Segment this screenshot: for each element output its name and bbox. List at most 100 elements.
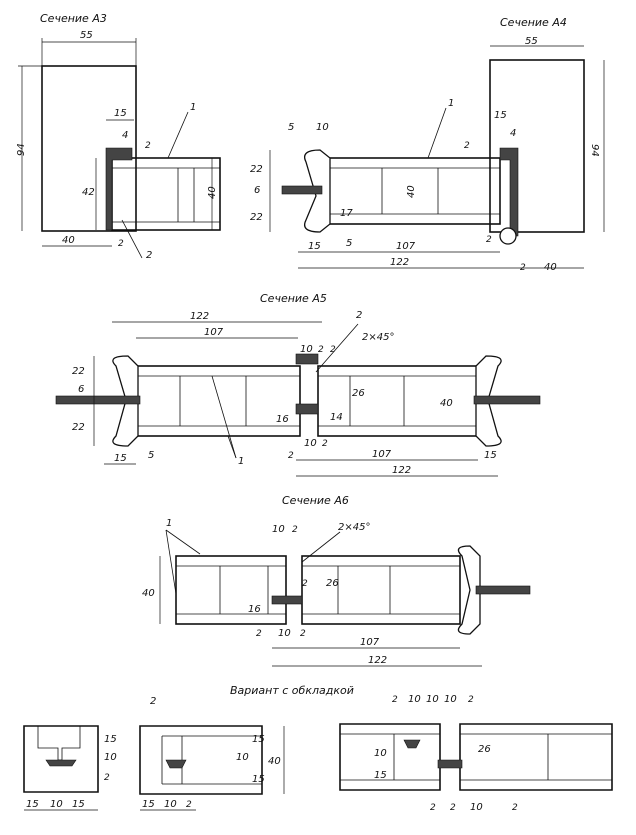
a5-dim-22-top: 22 — [72, 366, 85, 377]
a3-dim-55: 55 — [80, 30, 93, 41]
a4-dim-5-bottom: 5 — [346, 238, 352, 249]
a5-dim-40-vert: 40 — [440, 398, 453, 409]
a4-glass-pane — [281, 185, 323, 195]
a3-dim-40-vert: 40 — [207, 186, 218, 199]
a5-dim-6: 6 — [78, 384, 84, 395]
a4-dim-10: 10 — [316, 122, 329, 133]
a4-dim-122: 122 — [390, 257, 409, 268]
a5-right-sash — [317, 365, 479, 437]
a5-dim-107: 107 — [204, 327, 224, 338]
a4-dim-94: 94 — [589, 144, 600, 157]
a4-dim-107: 107 — [396, 241, 416, 252]
a5-bottom-seal — [295, 403, 319, 415]
a6-dim-16: 16 — [248, 604, 261, 615]
a3-dim-2-bottom: 2 — [118, 239, 124, 249]
a3-dim-2-top: 2 — [145, 141, 151, 151]
a6-glazing-bead — [457, 545, 481, 635]
a5-dim-26: 26 — [352, 388, 365, 399]
a6-dim-40-vert: 40 — [142, 588, 155, 599]
a5-dim-2-a: 2 — [318, 345, 324, 355]
a3-dim-15: 15 — [114, 108, 127, 119]
a6-dim-2: 2 — [292, 525, 298, 535]
a4-leader-1: 1 — [448, 98, 454, 109]
variant-left-profile: 15 10 2 15 10 15 — [23, 725, 117, 811]
a3-dim-4: 4 — [122, 130, 128, 141]
a4-frame-block — [489, 59, 585, 233]
a6-leader-1: 1 — [166, 518, 172, 529]
a3-dim-42: 42 — [82, 187, 95, 198]
a3-leader-2: 2 — [146, 250, 152, 261]
section-a6: Сечение А6 1 10 2 2×45° 40 16 2 26 2 10 … — [142, 494, 531, 667]
variant-right-top-10c: 10 — [444, 694, 457, 705]
variant-right-top-10b: 10 — [426, 694, 439, 705]
variant-left-dim-15c: 15 — [72, 799, 85, 810]
a6-dim-122: 122 — [368, 655, 387, 666]
a6-dim-2-c: 2 — [256, 629, 262, 639]
a5-top-seal — [295, 353, 319, 365]
a4-hatched-seal — [499, 147, 519, 237]
a5-dim-5: 5 — [148, 450, 154, 461]
a3-dim-94: 94 — [16, 143, 27, 156]
variant-mid-dim-15a: 15 — [252, 734, 265, 745]
variant-right-top-2b: 2 — [468, 695, 474, 705]
variant-left-dim-15a: 15 — [104, 734, 117, 745]
a5-dim-122-bottom: 122 — [392, 465, 411, 476]
a5-dim-10: 10 — [300, 344, 313, 355]
a3-dim-40-horiz: 40 — [62, 235, 75, 246]
a6-glass — [475, 585, 531, 595]
a5-dim-2-c: 2 — [288, 451, 294, 461]
a5-left-glazing-bead — [112, 355, 139, 447]
variant-mid-dim-15b: 15 — [252, 774, 265, 785]
a5-dim-16: 16 — [276, 414, 289, 425]
section-a6-title: Сечение А6 — [282, 494, 349, 507]
a6-dim-26: 26 — [326, 578, 339, 589]
a4-dim-40-vert: 40 — [406, 185, 417, 198]
variant-mid-profile: 2 15 10 15 40 15 10 2 — [139, 696, 285, 811]
a6-dim-2-d: 2 — [300, 629, 306, 639]
a4-dim-40-horiz: 40 — [544, 262, 557, 273]
a5-leader-1: 1 — [238, 456, 244, 467]
variant-right-bottom-10: 10 — [470, 802, 483, 813]
a5-dim-107-bottom: 107 — [372, 449, 392, 460]
section-a3-title: Сечение А3 — [40, 12, 107, 25]
section-a4: Сечение А4 55 94 5 10 15 4 2 22 6 22 17 … — [250, 16, 605, 273]
a4-dim-15: 15 — [308, 241, 321, 252]
variant-with-cladding: Вариант с обкладкой 15 10 2 15 10 15 2 1… — [23, 684, 613, 813]
variant-right-bottom-2c: 2 — [512, 803, 518, 813]
a3-hatched-seal — [105, 147, 133, 231]
a5-dim-10-bottom: 10 — [304, 438, 317, 449]
variant-right-top-10a: 10 — [408, 694, 421, 705]
a4-dim-4: 4 — [510, 128, 516, 139]
variant-mid-dim-40: 40 — [268, 756, 281, 767]
a5-dim-15-right: 15 — [484, 450, 497, 461]
variant-right-dim-15v: 15 — [374, 770, 387, 781]
a4-dim-2-top: 2 — [464, 141, 470, 151]
variant-right-dim-10v: 10 — [374, 748, 387, 759]
section-a3: Сечение А3 55 94 15 4 2 42 40 40 2 1 — [16, 12, 221, 261]
variant-right-profile: 2 10 10 10 2 10 15 26 2 2 10 2 — [339, 694, 613, 813]
a6-dim-2-b: 2 — [302, 579, 308, 589]
variant-left-dim-10b: 10 — [50, 799, 63, 810]
variant-mid-dim-2-top: 2 — [150, 696, 156, 707]
variant-left-dim-15b: 15 — [26, 799, 39, 810]
a3-sash-profile — [111, 157, 221, 231]
a6-right-sash — [301, 555, 461, 625]
a6-dim-10: 10 — [272, 524, 285, 535]
a4-dim-5: 5 — [288, 122, 294, 133]
section-a4-title: Сечение А4 — [500, 16, 567, 29]
a4-hinge-pin — [499, 227, 517, 245]
a6-left-sash — [175, 555, 287, 625]
a3-frame-block — [41, 65, 137, 232]
a5-dim-15-left: 15 — [114, 453, 127, 464]
a4-dim-6: 6 — [254, 185, 260, 196]
variant-right-dim-26: 26 — [478, 744, 491, 755]
a4-dim-2-hinge: 2 — [486, 235, 492, 245]
a5-dim-2-d: 2 — [322, 439, 328, 449]
a4-dim-55: 55 — [525, 36, 538, 47]
a5-dim-22-bottom: 22 — [72, 422, 85, 433]
a5-dim-2x45: 2×45° — [362, 332, 394, 343]
variant-right-bottom-2b: 2 — [450, 803, 456, 813]
a6-dim-10-bottom: 10 — [278, 628, 291, 639]
variant-mid-dim-10: 10 — [236, 752, 249, 763]
